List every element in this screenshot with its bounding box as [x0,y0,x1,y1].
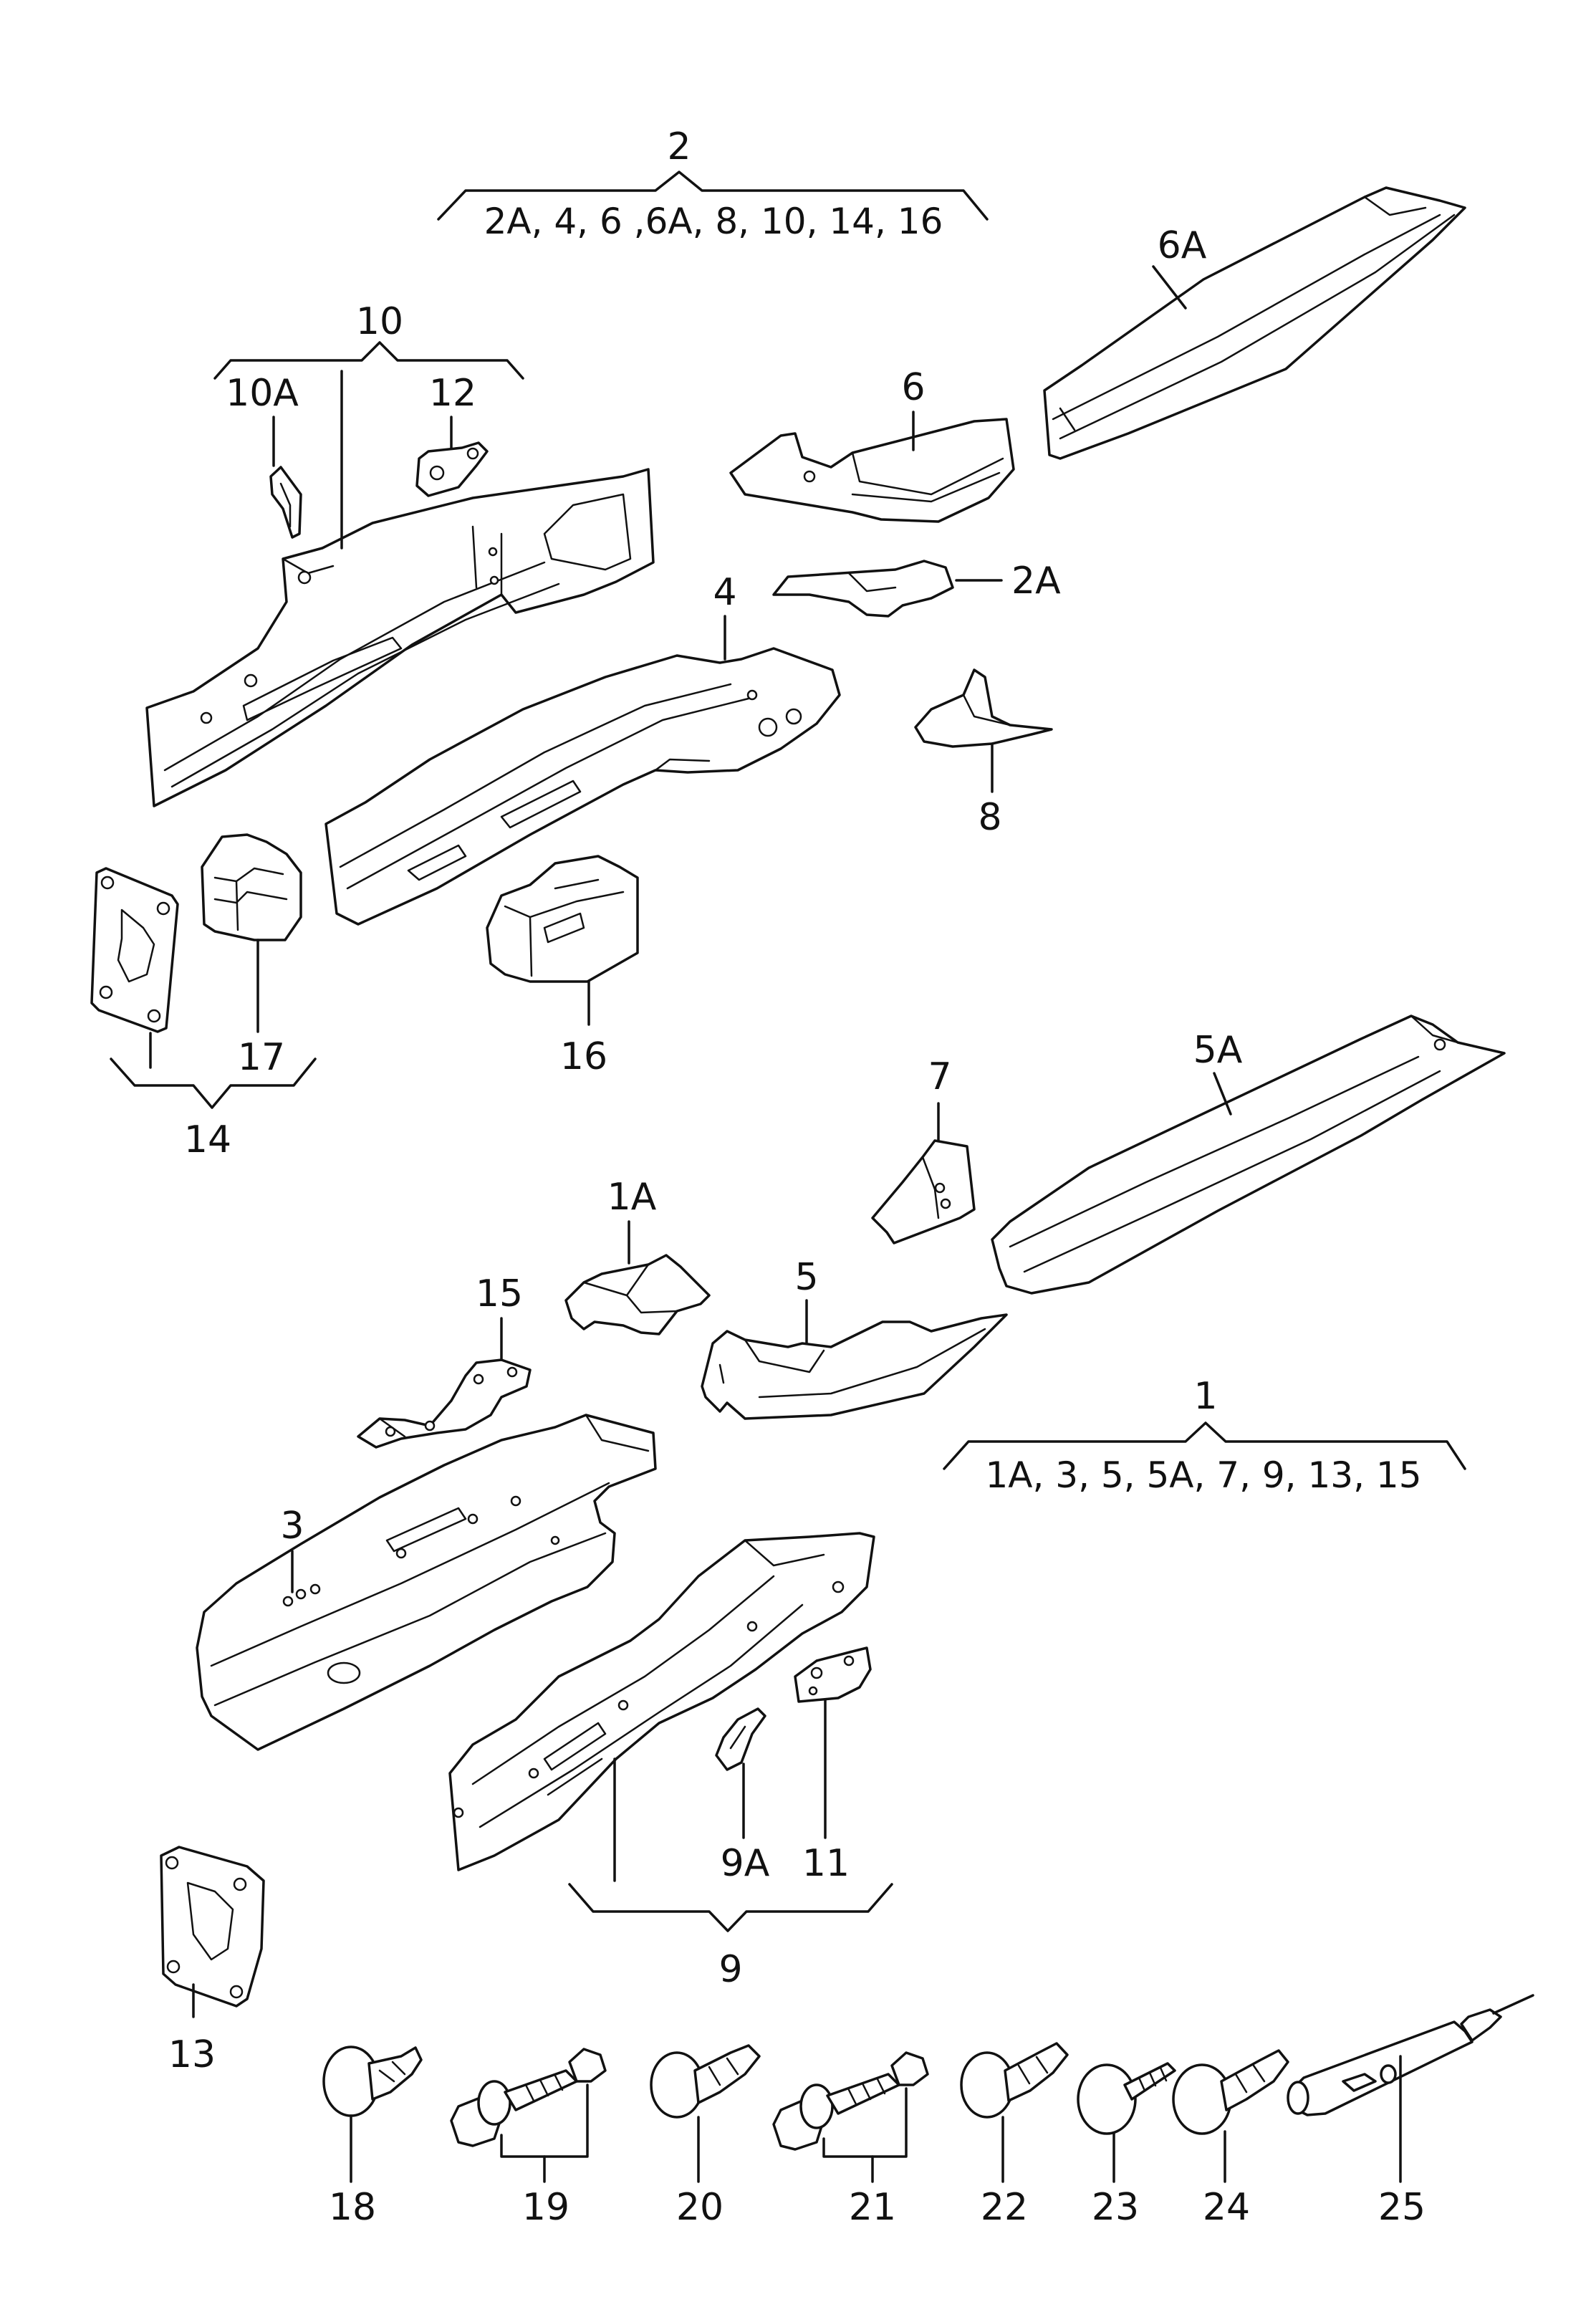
callout-25: 25 [1378,2186,1426,2229]
part-2A: 2A [772,560,1061,618]
callout-20: 20 [676,2186,724,2229]
group-2-bracket: 2 2A, 4, 6 ,6A, 8, 10, 14, 16 [437,125,989,242]
callout-22: 22 [981,2186,1028,2229]
part-9A: 9A [715,1707,770,1885]
group-10-bracket: 10 [213,300,524,380]
part-8: 8 [914,668,1053,839]
callout-1A: 1A [607,1176,657,1219]
part-25-tool: 25 [1287,1994,1534,2229]
part-1A: 1A [564,1176,711,1335]
callout-10A: 10A [226,372,299,415]
part-6A: 6A [1043,186,1466,460]
part-7: 7 [871,1055,976,1244]
callout-2A: 2A [1011,560,1061,603]
part-15: 15 [357,1272,532,1449]
callout-12: 12 [429,372,476,415]
group-9-label: 9 [718,1948,742,1991]
part-12: 12 [415,372,489,497]
part-17: 17 [201,833,302,1079]
callout-11: 11 [802,1842,850,1885]
part-22-clip: 22 [960,2042,1069,2229]
part-3: 3 [196,1414,657,1751]
callout-17: 17 [238,1036,285,1079]
part-21-bolt: 21 [772,2051,929,2229]
callout-4: 4 [713,571,736,614]
part-16: 16 [486,855,639,1078]
part-10 [145,370,655,807]
part-11: 11 [794,1646,872,1885]
callout-7: 7 [928,1055,951,1098]
callout-24: 24 [1203,2186,1250,2229]
part-24-clip: 24 [1172,2049,1289,2229]
group-1-members: 1A, 3, 5, 5A, 7, 9, 13, 15 [985,1454,1421,1496]
part-9 [448,1532,875,1882]
part-6: 6 [729,366,1015,523]
part-20-clip: 20 [650,2044,761,2229]
part-5: 5 [701,1256,1008,1420]
callout-19: 19 [522,2186,569,2229]
callout-23: 23 [1092,2186,1139,2229]
part-23-screw: 23 [1077,2062,1176,2229]
part-5A: 5A [991,1015,1506,1295]
part-10A: 10A [226,372,302,539]
callout-6: 6 [901,366,925,409]
group-14-bracket: 14 [110,1058,317,1161]
part-4: 4 [325,571,841,926]
callout-3: 3 [280,1505,304,1548]
callout-16: 16 [560,1035,607,1078]
callout-21: 21 [849,2186,896,2229]
group-2-members: 2A, 4, 6 ,6A, 8, 10, 14, 16 [484,201,943,242]
group-2-label: 2 [667,125,691,168]
group-10-label: 10 [356,300,403,343]
group-1-label: 1 [1193,1375,1217,1418]
callout-18: 18 [329,2186,376,2229]
callout-6A: 6A [1158,224,1207,267]
part-19-bolt: 19 [450,2048,607,2229]
part-18-clip: 18 [322,2046,423,2229]
callout-9A: 9A [721,1842,770,1885]
callout-15: 15 [476,1272,523,1315]
part-14 [90,867,179,1069]
callout-13: 13 [168,2033,216,2076]
callout-5: 5 [794,1256,818,1299]
part-13: 13 [160,1846,265,2076]
group-1-bracket: 1 1A, 3, 5, 5A, 7, 9, 13, 15 [943,1375,1466,1496]
group-9-bracket: 9 [568,1883,893,1991]
callout-8: 8 [978,796,1001,839]
group-14-label: 14 [184,1118,231,1161]
callout-5A: 5A [1193,1029,1243,1072]
